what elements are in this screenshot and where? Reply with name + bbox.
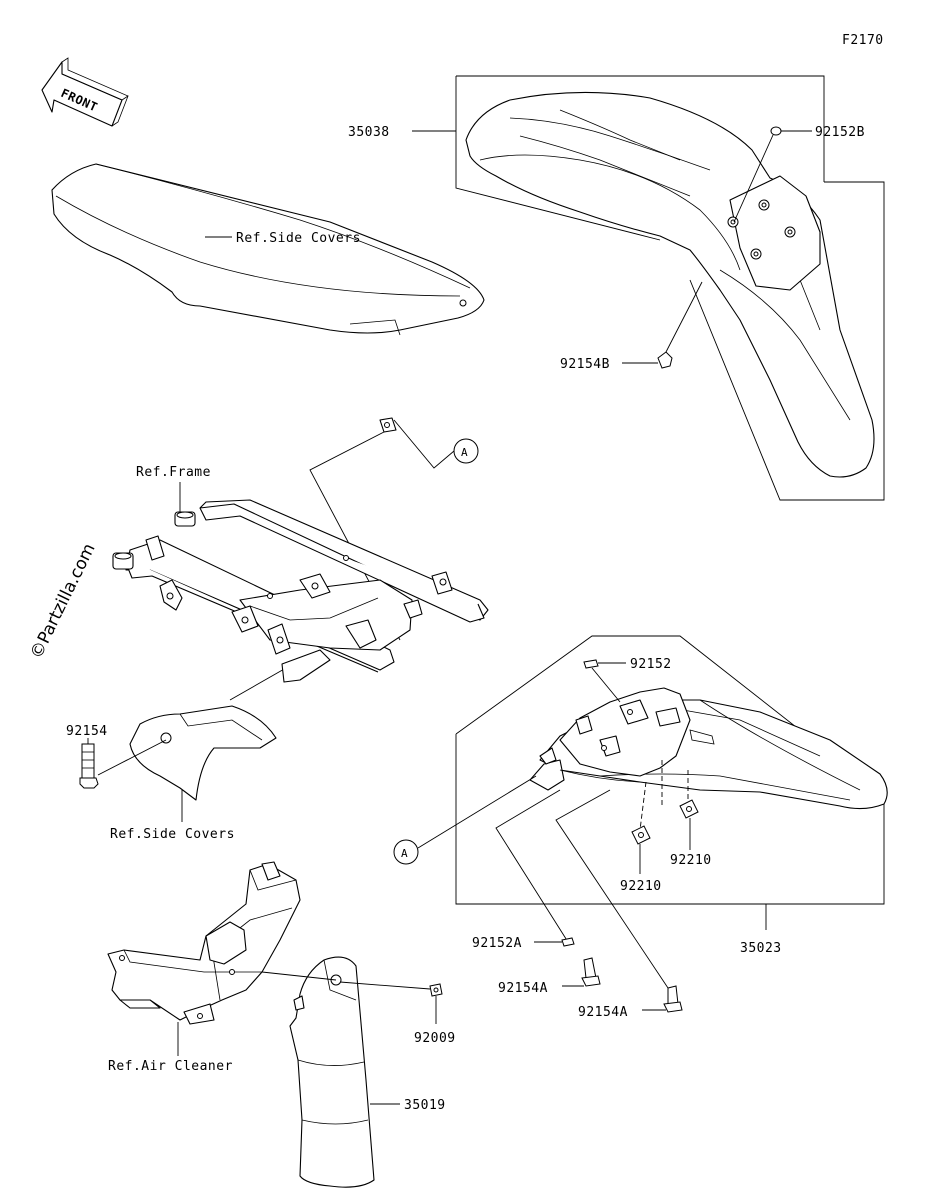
part-35038: 35038	[348, 125, 390, 140]
nut-92154B-icon	[657, 351, 673, 369]
part-92154B: 92154B	[560, 357, 610, 372]
nut-92210-lower-icon	[631, 825, 651, 845]
bolt-92154A-second-icon	[663, 985, 683, 1013]
side-cover-drawing	[129, 705, 277, 801]
part-92009: 92009	[414, 1031, 456, 1046]
reference-marker-a-top	[453, 438, 479, 464]
nut-92210-upper-icon	[679, 799, 699, 819]
part-35019: 35019	[404, 1098, 446, 1113]
part-92154: 92154	[66, 724, 108, 739]
washer-92152B-icon	[770, 126, 782, 136]
part-92152: 92152	[630, 657, 672, 672]
frame-drawing	[112, 499, 489, 683]
bolt-92154-icon	[79, 743, 99, 789]
collar-92152A-icon	[561, 937, 575, 947]
part-92152B: 92152B	[815, 125, 865, 140]
seat-drawing	[51, 163, 485, 433]
label-ref-frame: Ref.Frame	[136, 465, 211, 480]
watermark: ©Partzilla.com	[27, 540, 100, 662]
label-ref-air-cleaner: Ref.Air Cleaner	[108, 1059, 233, 1074]
clip-92152-icon	[583, 659, 599, 669]
side-number-plate-drawing	[289, 956, 375, 1188]
front-arrow-icon: FRONT	[41, 57, 129, 127]
rear-fender-drawing	[529, 687, 888, 810]
screw-92009-icon	[429, 983, 443, 997]
part-35023: 35023	[740, 941, 782, 956]
front-fender-drawing	[465, 91, 875, 478]
figure-code: F2170	[842, 33, 884, 48]
reference-marker-a-bottom	[393, 839, 419, 865]
bolt-92154A-first-icon	[581, 957, 601, 987]
label-ref-side-covers-bottom: Ref.Side Covers	[110, 827, 235, 842]
part-92152A: 92152A	[472, 936, 522, 951]
part-92210-upper: 92210	[670, 853, 712, 868]
label-ref-side-covers-top: Ref.Side Covers	[236, 231, 361, 246]
reference-marker-a-top-label: A	[461, 446, 468, 459]
reference-marker-a-bottom-label: A	[401, 847, 408, 860]
part-92210-lower: 92210	[620, 879, 662, 894]
air-cleaner-drawing	[107, 861, 301, 1025]
part-92154A-first: 92154A	[498, 981, 548, 996]
part-92154A-second: 92154A	[578, 1005, 628, 1020]
